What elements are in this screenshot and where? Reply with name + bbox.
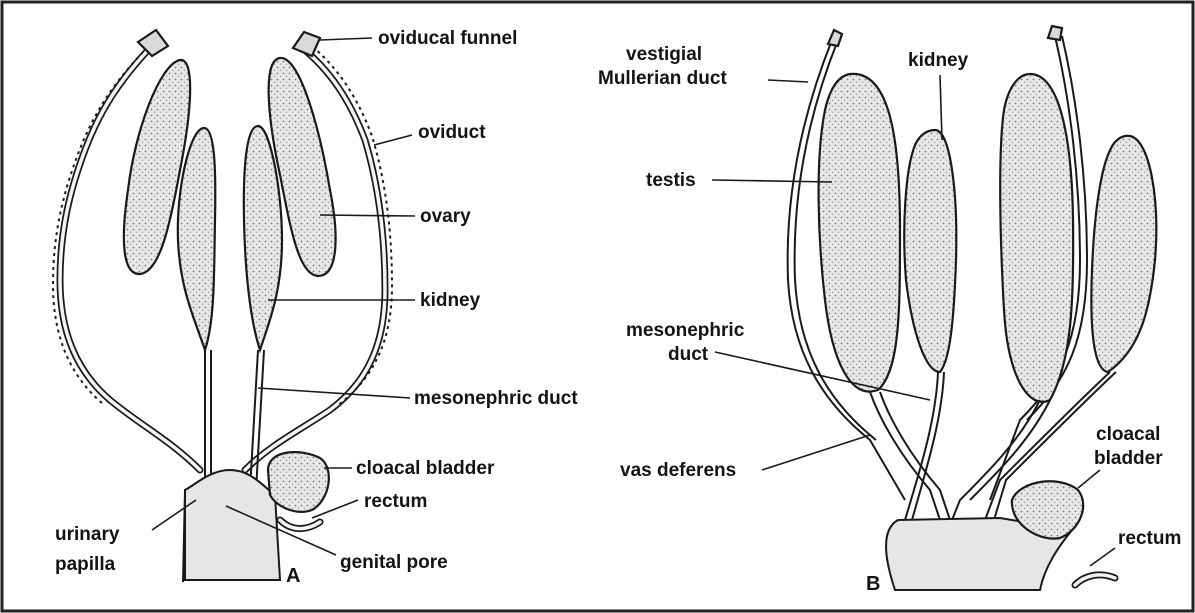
label-cloacal-line1: cloacal [1096, 424, 1160, 445]
label-mesonephric-line1: mesonephric [626, 320, 745, 341]
mullerian-funnel-right [1048, 26, 1062, 40]
label-vestigial-line2: Mullerian duct [598, 68, 727, 89]
oviducal-funnel-right [293, 32, 320, 56]
label-urinary-papilla-line2: papilla [55, 554, 116, 575]
testis-left [819, 74, 900, 392]
testis-right [1000, 74, 1073, 402]
panel-letter-b: B [866, 573, 880, 595]
cloacal-bladder-a [268, 452, 329, 512]
label-mesonephric-duct-a: mesonephric duct [414, 388, 578, 409]
label-cloacal-line2: bladder [1094, 448, 1163, 469]
label-kidney-b: kidney [908, 50, 969, 71]
label-rectum-a: rectum [364, 491, 427, 512]
label-urinary-papilla-line1: urinary [55, 524, 120, 545]
label-genital-pore: genital pore [340, 552, 448, 573]
label-vas-deferens: vas deferens [620, 460, 736, 481]
label-mesonephric-line2: duct [668, 344, 709, 365]
kidney-b-right [1091, 136, 1156, 372]
cloaca-body-a [185, 470, 280, 580]
label-ovary: ovary [420, 206, 471, 227]
label-vestigial-line1: vestigial [626, 44, 702, 65]
label-oviducal-funnel: oviducal funnel [378, 28, 517, 49]
label-cloacal-bladder-a: cloacal bladder [356, 458, 495, 479]
label-kidney-a: kidney [420, 290, 481, 311]
label-rectum-b: rectum [1118, 528, 1181, 549]
label-oviduct: oviduct [418, 122, 486, 143]
kidney-left [178, 128, 215, 350]
panel-b: vestigial Mullerian duct kidney testis m… [598, 26, 1181, 595]
kidney-b-left [904, 130, 956, 372]
label-testis: testis [646, 170, 696, 191]
mullerian-funnel-left [828, 30, 842, 46]
panel-a: oviducal funnel oviduct ovary kidney mes… [53, 28, 578, 587]
panel-letter-a: A [286, 565, 300, 587]
